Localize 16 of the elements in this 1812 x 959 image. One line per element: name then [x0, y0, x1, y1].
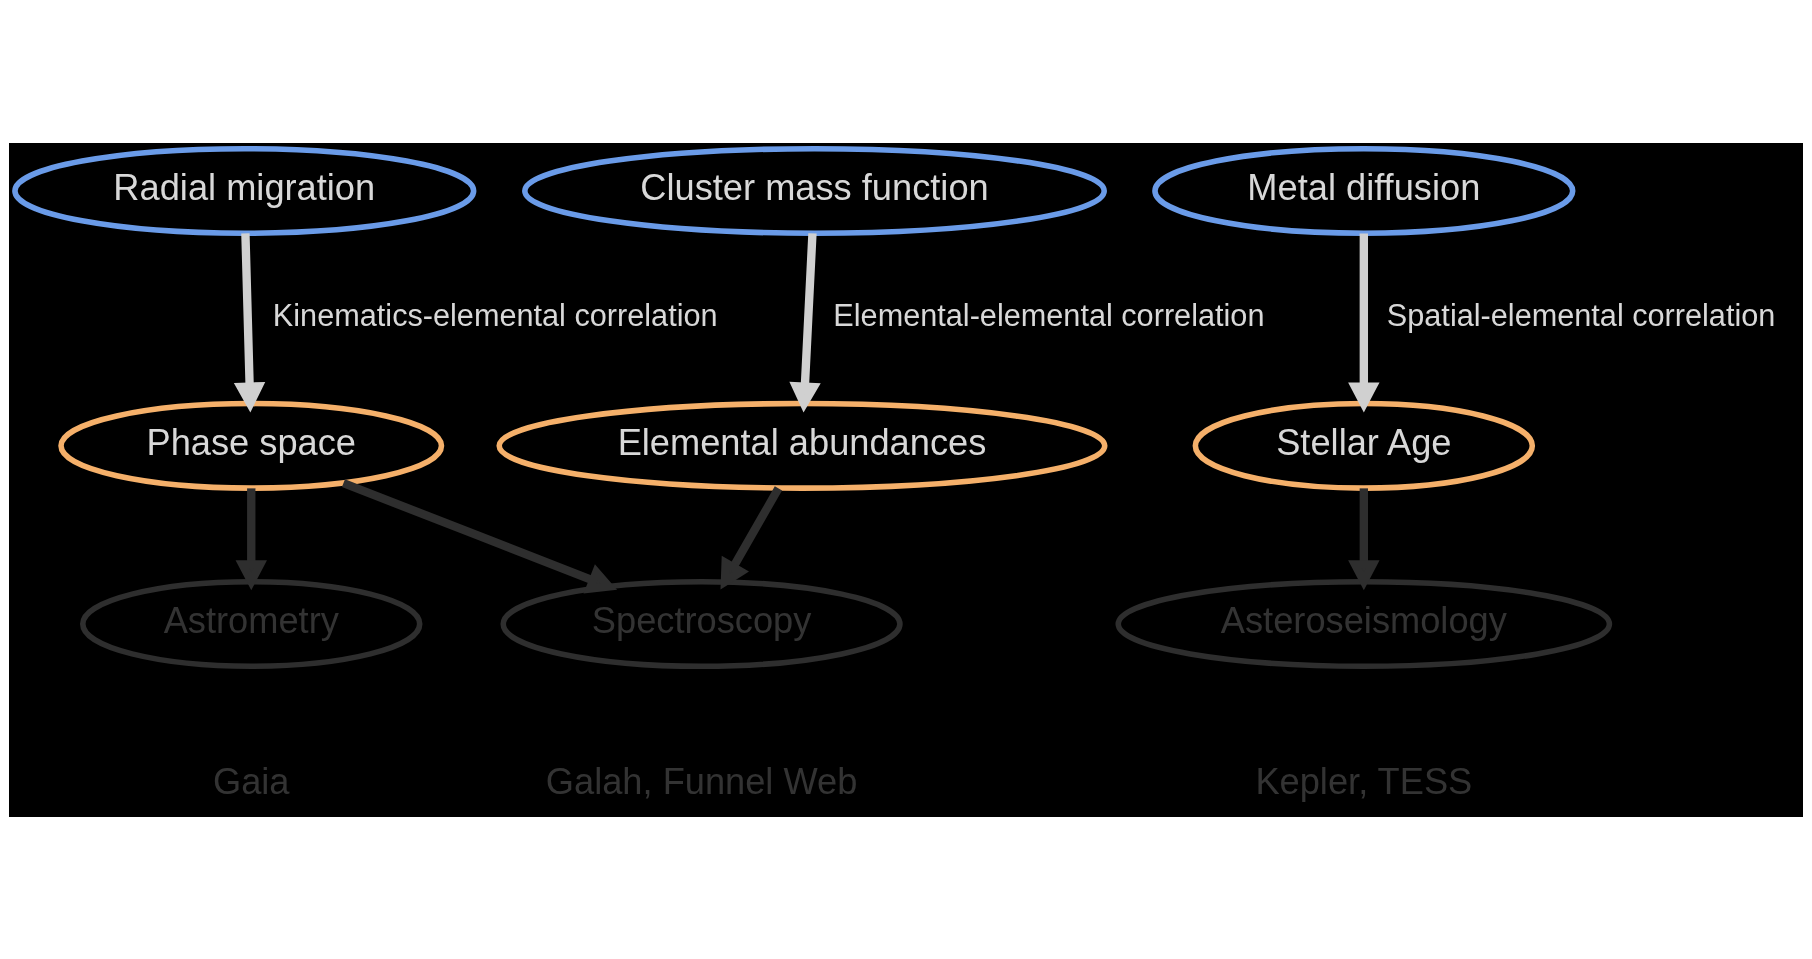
node-ellipse: Cluster mass function: [522, 145, 1107, 236]
edge-label: Kinematics-elemental correlation: [272, 297, 718, 332]
arrow: [1348, 487, 1380, 590]
node-ellipse: Metal diffusion: [1152, 145, 1576, 236]
arrow: [789, 232, 821, 412]
edge-label: Spatial-elemental correlation: [1386, 297, 1776, 332]
arrow: [233, 232, 266, 412]
arrow: [720, 485, 783, 590]
arrow: [1348, 232, 1380, 412]
arrow: [235, 487, 267, 590]
arrow: [341, 478, 618, 593]
node-ellipse: Phase space: [58, 400, 445, 491]
node-ellipse: Stellar Age: [1192, 400, 1536, 491]
node-ellipse: Elemental abundances: [496, 400, 1108, 491]
node-ellipse: Radial migration: [12, 145, 477, 236]
edge-label: Elemental-elemental correlation: [833, 297, 1265, 332]
